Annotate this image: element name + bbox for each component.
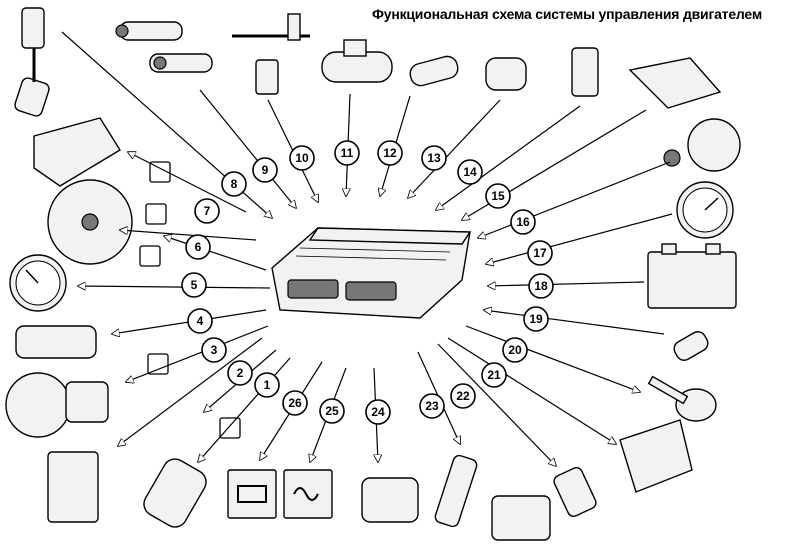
callout-17-label: 17 — [533, 246, 547, 260]
callout-7: 7 — [195, 199, 219, 223]
tachometer-part — [10, 255, 66, 311]
crank-sensor-part — [664, 119, 740, 171]
callout-2: 2 — [228, 361, 252, 385]
callout-18: 18 — [529, 274, 553, 298]
fuel-rail-sensor-part — [232, 14, 310, 94]
callout-5-label: 5 — [191, 278, 198, 292]
callout-6-label: 6 — [195, 240, 202, 254]
callout-23: 23 — [420, 394, 444, 418]
callout-16-label: 16 — [516, 215, 530, 229]
idle-valve-part — [362, 478, 418, 522]
injector-part — [552, 466, 598, 519]
callout-23-label: 23 — [425, 399, 439, 413]
throttle-valve-part — [322, 40, 392, 82]
ecu-unit — [272, 228, 470, 318]
callout-13: 13 — [422, 146, 446, 170]
glow-lamp-part — [284, 470, 332, 518]
ac-compressor-part — [6, 373, 108, 437]
ignition-module-part — [492, 496, 550, 540]
callout-15: 15 — [486, 184, 510, 208]
cam-sensor-part — [630, 58, 720, 108]
callout-1: 1 — [255, 373, 279, 397]
callout-8-label: 8 — [231, 177, 238, 191]
fuel-injector-part — [434, 454, 478, 528]
callout-19: 19 — [524, 307, 548, 331]
callout-22-label: 22 — [456, 389, 470, 403]
connector-block-part — [620, 420, 692, 492]
callout-4-label: 4 — [197, 314, 204, 328]
callout-18-label: 18 — [534, 279, 548, 293]
callout-20-label: 20 — [508, 343, 522, 357]
cooling-fan-part — [48, 180, 132, 264]
callout-17: 17 — [528, 241, 552, 265]
sensor-pair-part — [116, 22, 212, 72]
callout-2-label: 2 — [237, 366, 244, 380]
callout-21: 21 — [482, 363, 506, 387]
callout-11: 11 — [335, 141, 359, 165]
pressure-switch-part — [671, 329, 710, 363]
callout-14: 14 — [458, 160, 482, 184]
callout-3: 3 — [202, 338, 226, 362]
callout-1-label: 1 — [264, 378, 271, 392]
knock-sensor-part — [486, 58, 526, 90]
speedometer-part — [677, 182, 733, 238]
callout-14-label: 14 — [463, 165, 477, 179]
relay-boxes — [140, 162, 240, 438]
callout-6: 6 — [186, 235, 210, 259]
callout-24-label: 24 — [371, 405, 385, 419]
callout-25: 25 — [320, 399, 344, 423]
canister-valve-part — [48, 452, 98, 522]
callout-26-label: 26 — [288, 396, 302, 410]
callout-12-label: 12 — [383, 146, 397, 160]
battery-part — [648, 244, 736, 308]
callout-13-label: 13 — [427, 151, 441, 165]
callout-16: 16 — [511, 210, 535, 234]
callout-22: 22 — [451, 384, 475, 408]
control-relay-part — [34, 118, 120, 186]
callout-4: 4 — [188, 309, 212, 333]
callout-7-label: 7 — [204, 204, 211, 218]
callout-12: 12 — [378, 141, 402, 165]
callout-10: 10 — [290, 146, 314, 170]
accelerator-pedal-part — [13, 8, 50, 117]
check-engine-lamp-part — [228, 470, 276, 518]
callout-21-label: 21 — [487, 368, 501, 382]
temperature-sensor-part — [408, 54, 460, 88]
callout-3-label: 3 — [211, 343, 218, 357]
callout-19-label: 19 — [529, 312, 543, 326]
callout-20: 20 — [503, 338, 527, 362]
callout-9: 9 — [253, 158, 277, 182]
ignition-key-part — [649, 377, 716, 421]
callout-8: 8 — [222, 172, 246, 196]
callout-15-label: 15 — [491, 189, 505, 203]
map-sensor-part — [572, 48, 598, 96]
egr-valve-part — [16, 326, 96, 358]
callout-11-label: 11 — [341, 146, 354, 160]
fuel-pump-part — [140, 455, 211, 532]
callout-24: 24 — [366, 400, 390, 424]
callout-26: 26 — [283, 391, 307, 415]
callout-25-label: 25 — [325, 404, 339, 418]
callout-10-label: 10 — [295, 151, 309, 165]
callout-5: 5 — [182, 273, 206, 297]
callout-9-label: 9 — [262, 163, 269, 177]
